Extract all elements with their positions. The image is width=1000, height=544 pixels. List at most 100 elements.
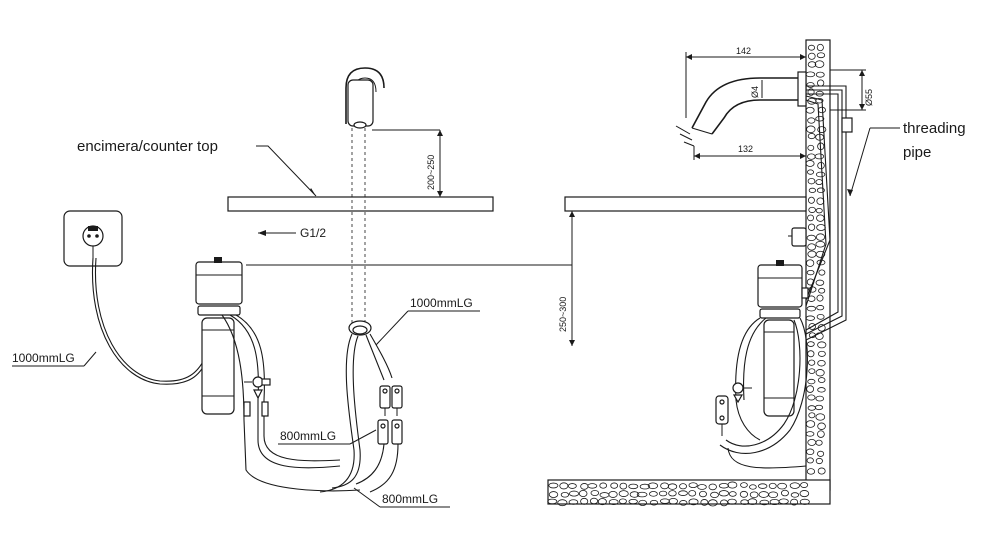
wall-stone bbox=[610, 482, 619, 489]
wall-stone bbox=[807, 44, 816, 51]
threading-pipe-label-line1: threading bbox=[903, 120, 966, 137]
wall-stone bbox=[548, 482, 559, 489]
wall-stone bbox=[587, 483, 598, 489]
wall-stone bbox=[638, 499, 648, 506]
wall-stone bbox=[568, 499, 579, 505]
wall-stone bbox=[815, 240, 826, 248]
wall-stone bbox=[815, 97, 824, 104]
wall-stone bbox=[817, 422, 826, 430]
wall-stone bbox=[647, 482, 659, 490]
wall-stone bbox=[816, 52, 826, 59]
spout-length-top-dimension: 142 bbox=[736, 46, 751, 56]
wall-stone bbox=[817, 450, 825, 457]
wall-stone bbox=[560, 492, 570, 498]
wall-stone bbox=[739, 490, 749, 498]
wall-stone bbox=[806, 305, 817, 312]
power-socket-icon bbox=[63, 210, 123, 267]
wall-stone bbox=[688, 498, 699, 506]
wall-stone bbox=[679, 483, 687, 490]
wall-stone bbox=[814, 60, 825, 68]
hose-b-length-label: 800mmLG bbox=[382, 492, 438, 506]
wall-stone bbox=[817, 467, 826, 475]
battery-cylinder-right-icon bbox=[763, 319, 795, 417]
control-box-right-icon bbox=[757, 260, 809, 319]
wall-stone bbox=[799, 490, 810, 498]
wall-stone bbox=[578, 489, 588, 498]
wall-stone bbox=[807, 117, 816, 124]
wall-stone bbox=[777, 482, 787, 490]
coupling-lower-icon bbox=[377, 419, 403, 445]
wall-stone bbox=[817, 430, 825, 438]
wall-stone bbox=[597, 498, 607, 506]
wall-stone bbox=[815, 71, 825, 78]
thread-spec-label: G1/2 bbox=[300, 226, 326, 240]
wall-stone bbox=[806, 125, 816, 134]
wall-stone bbox=[806, 234, 817, 242]
wall-stone bbox=[727, 481, 738, 489]
wall-stone bbox=[817, 350, 826, 357]
wall-stone bbox=[749, 484, 757, 490]
wall-stone bbox=[817, 387, 826, 393]
wall-stone bbox=[817, 377, 826, 383]
wall-stone bbox=[808, 323, 816, 330]
wall-stone bbox=[699, 490, 707, 498]
box-height-dimension: 250~300 bbox=[558, 297, 568, 332]
wall-stone bbox=[678, 490, 688, 496]
wall-stone bbox=[589, 497, 599, 505]
wall-stone bbox=[816, 294, 824, 302]
wall-junction-icon bbox=[788, 227, 807, 247]
wall-stone bbox=[790, 492, 800, 498]
counter-top-label: encimera/counter top bbox=[77, 138, 218, 155]
wall-stone bbox=[780, 489, 789, 497]
wall-stone bbox=[618, 498, 627, 505]
wall-stone bbox=[548, 491, 559, 498]
control-box-icon bbox=[195, 257, 243, 316]
valve-right-icon bbox=[732, 382, 752, 404]
threading-pipe-icon bbox=[805, 85, 853, 341]
wall-stone bbox=[790, 498, 799, 506]
wall-stone bbox=[679, 500, 688, 506]
wall-stone bbox=[806, 259, 815, 267]
wall-stone bbox=[808, 196, 815, 204]
wall-stone bbox=[778, 498, 789, 505]
wall-stone bbox=[808, 223, 816, 231]
wall-stone bbox=[815, 207, 823, 214]
wall-stone bbox=[710, 491, 719, 499]
wall-stone bbox=[749, 491, 759, 499]
wall-stone bbox=[608, 499, 619, 505]
wall-stone bbox=[815, 115, 825, 122]
wall-stone bbox=[639, 483, 651, 490]
wall-stone bbox=[806, 448, 815, 456]
wall-stone bbox=[590, 490, 600, 496]
wall-stone bbox=[806, 169, 815, 175]
hose-a-length-label: 800mmLG bbox=[280, 429, 336, 443]
wall-stone bbox=[817, 341, 827, 349]
wall-stone bbox=[619, 482, 628, 490]
wall-stone bbox=[667, 483, 678, 490]
wall-stone bbox=[688, 482, 698, 489]
wall-stone bbox=[815, 369, 825, 377]
counter-top-slab bbox=[227, 196, 494, 212]
wall-stone bbox=[807, 378, 816, 385]
wall-stone bbox=[599, 482, 607, 489]
wall-stone bbox=[805, 106, 815, 114]
faucet-front-icon bbox=[345, 67, 385, 129]
wall-stone bbox=[628, 483, 639, 490]
wall-stone bbox=[557, 499, 568, 507]
wall-stone bbox=[807, 61, 817, 68]
wall-stone bbox=[580, 497, 589, 505]
battery-cylinder-icon bbox=[201, 317, 235, 415]
wall-stone bbox=[808, 368, 816, 374]
wall-stone bbox=[768, 491, 779, 499]
wall-stone bbox=[806, 457, 814, 464]
wall-stone bbox=[814, 153, 825, 160]
wall-stone bbox=[807, 243, 816, 251]
wall-stone bbox=[806, 269, 815, 276]
valve-icon bbox=[244, 376, 271, 400]
wall-stone bbox=[567, 483, 577, 489]
wall-stone bbox=[806, 82, 815, 88]
wall-stone bbox=[697, 484, 707, 490]
wall-stone bbox=[808, 412, 816, 419]
wall-stone bbox=[806, 385, 815, 393]
